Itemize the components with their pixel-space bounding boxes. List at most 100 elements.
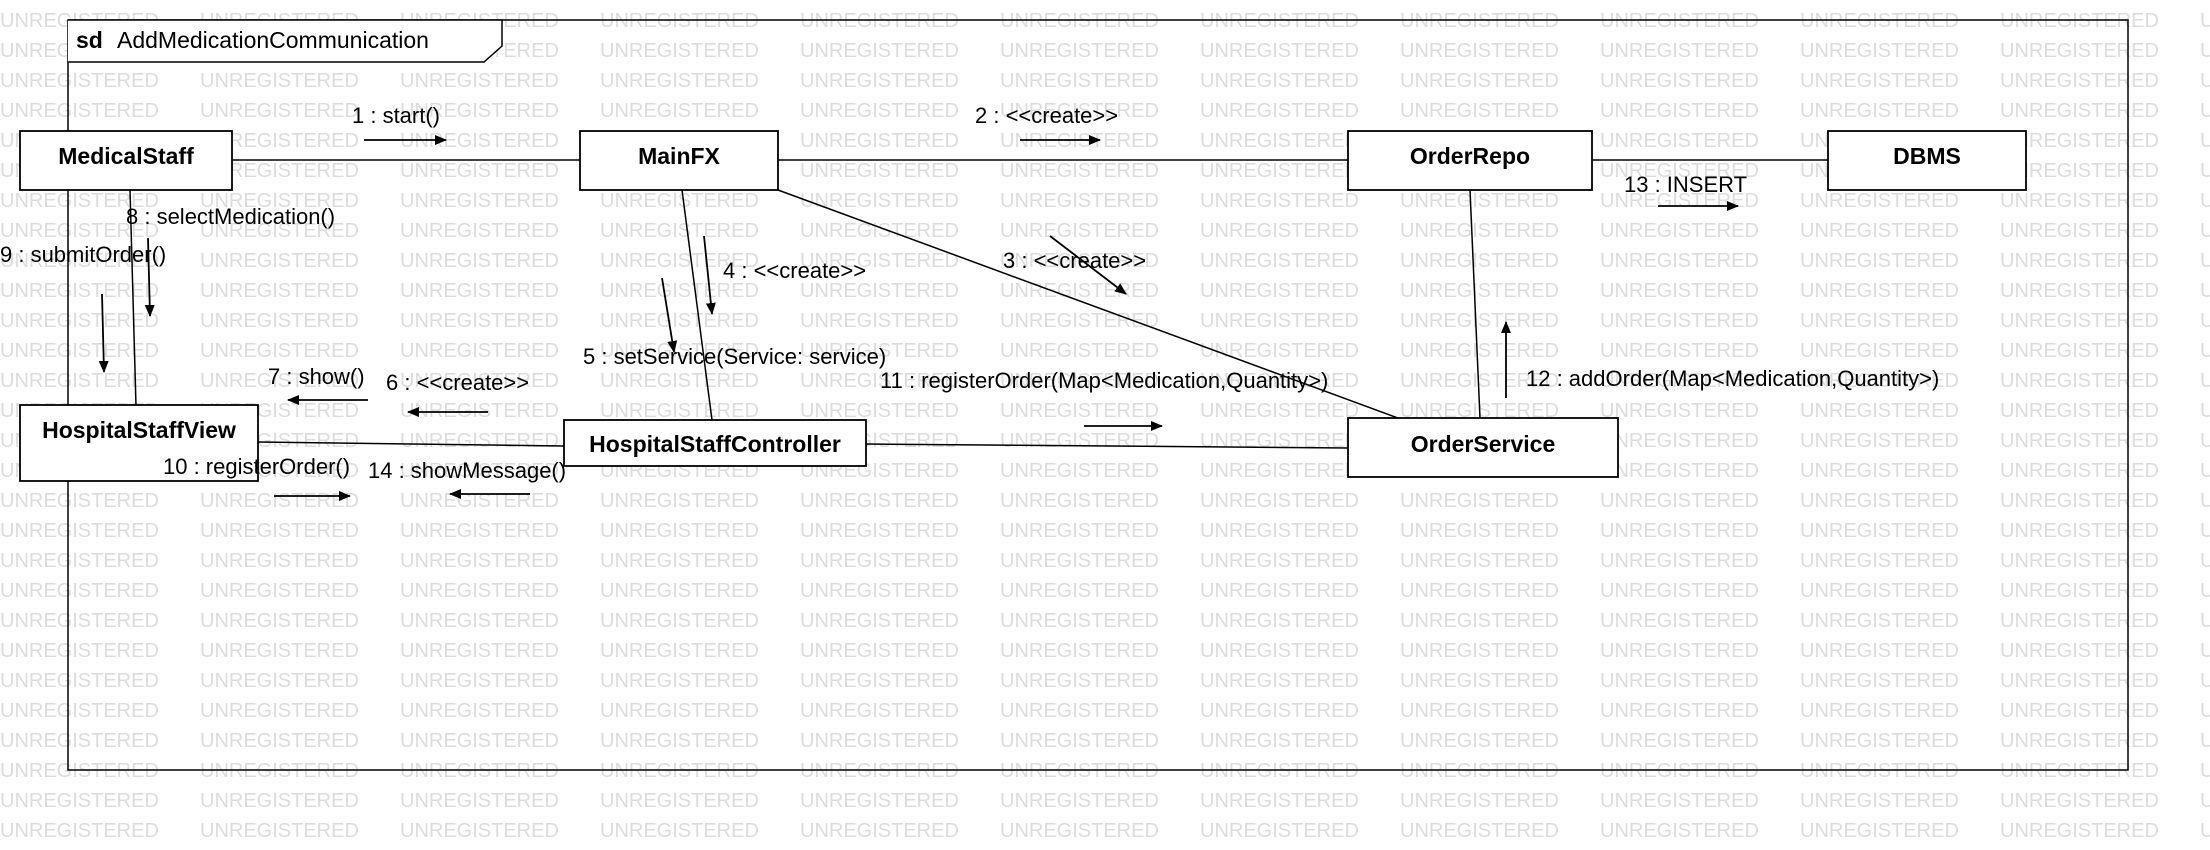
object-mainfx[interactable]: MainFX — [579, 130, 779, 191]
watermark-text: UNREGISTERED — [1600, 160, 1759, 182]
watermark-text: UNREGISTERED — [1600, 790, 1759, 812]
watermark-text: UNREGISTERED — [800, 130, 959, 152]
watermark-text: UNREGISTERED — [1400, 220, 1559, 242]
watermark-text: UNREGISTERED — [400, 670, 559, 692]
watermark-text: UNREGISTERED — [800, 520, 959, 542]
watermark-text: UNREGISTERED — [1000, 820, 1159, 842]
watermark-text: UNREGISTERED — [1800, 400, 1959, 422]
link-mainfx-hospitalstaffcontroller — [681, 189, 713, 421]
watermark-text: UNREGISTERED — [400, 100, 559, 122]
watermark-text: UNREGISTERED — [1600, 550, 1759, 572]
link-medicalstaff-hospitalstaffview — [129, 189, 137, 407]
watermark-text: UNREGISTERED — [1800, 670, 1959, 692]
watermark-text: UNREGISTERED — [0, 550, 159, 572]
watermark-text: UNREGISTERED — [1400, 820, 1559, 842]
watermark-text: UNREGISTERED — [1800, 610, 1959, 632]
watermark-text: UNREGISTERED — [1000, 610, 1159, 632]
watermark-text: UNREGISTERED — [0, 640, 159, 662]
watermark-text: UNREGISTERED — [1800, 460, 1959, 482]
watermark-text: UNREGISTERED — [0, 820, 159, 842]
watermark-text: UNREGISTERED — [200, 640, 359, 662]
object-hospitalstaffcontroller[interactable]: HospitalStaffController — [563, 419, 867, 467]
watermark-text: UNREGISTERED — [1600, 130, 1759, 152]
watermark-text: UNREGISTERED — [1000, 100, 1159, 122]
watermark-text: UNREGISTERED — [0, 250, 159, 272]
watermark-text: UNREGISTERED — [400, 640, 559, 662]
watermark-text: UNREGISTERED — [1400, 670, 1559, 692]
watermark-text: UNREGISTERED — [2200, 310, 2210, 332]
watermark-text: UNREGISTERED — [800, 760, 959, 782]
link-hospitalstaffview-hospitalstaffcontroller — [257, 441, 565, 447]
watermark-text: UNREGISTERED — [1200, 370, 1359, 392]
watermark-text: UNREGISTERED — [2000, 670, 2159, 692]
message-10-label: 10 : registerOrder() — [163, 454, 350, 479]
watermark-text: UNREGISTERED — [400, 160, 559, 182]
watermark-text: UNREGISTERED — [1600, 10, 1759, 32]
watermark-text: UNREGISTERED — [1800, 640, 1959, 662]
message-13-label: 13 : INSERT — [1624, 172, 1747, 197]
watermark-text: UNREGISTERED — [1800, 70, 1959, 92]
watermark-text: UNREGISTERED — [1800, 40, 1959, 62]
watermark-text: UNREGISTERED — [1400, 640, 1559, 662]
watermark-text: UNREGISTERED — [600, 280, 759, 302]
watermark-text: UNREGISTERED — [1600, 100, 1759, 122]
watermark-text: UNREGISTERED — [1600, 310, 1759, 332]
watermark-text: UNREGISTERED — [1000, 10, 1159, 32]
watermark-text: UNREGISTERED — [200, 550, 359, 572]
watermark-text: UNREGISTERED — [2000, 730, 2159, 752]
watermark-text: UNREGISTERED — [600, 520, 759, 542]
watermark-text: UNREGISTERED — [800, 190, 959, 212]
watermark-text: UNREGISTERED — [800, 70, 959, 92]
watermark-text: UNREGISTERED — [800, 40, 959, 62]
watermark-text: UNREGISTERED — [400, 400, 559, 422]
watermark-text: UNREGISTERED — [200, 700, 359, 722]
watermark-text: UNREGISTERED — [400, 280, 559, 302]
watermark-text: UNREGISTERED — [400, 250, 559, 272]
watermark-text: UNREGISTERED — [0, 190, 159, 212]
watermark-text: UNREGISTERED — [1000, 130, 1159, 152]
watermark-text: UNREGISTERED — [600, 310, 759, 332]
watermark-text: UNREGISTERED — [1000, 490, 1159, 512]
watermark-text: UNREGISTERED — [2200, 820, 2210, 842]
frame-title: AddMedicationCommunication — [117, 27, 429, 53]
objects: MedicalStaff MainFX OrderRepo DBMS Hospi… — [19, 130, 2027, 482]
watermark-text: UNREGISTERED — [2000, 280, 2159, 302]
object-dbms[interactable]: DBMS — [1827, 130, 2027, 191]
watermark-text: UNREGISTERED — [400, 340, 559, 362]
watermark-text: UNREGISTERED — [2200, 670, 2210, 692]
watermark-text: UNREGISTERED — [1000, 370, 1159, 392]
object-orderservice[interactable]: OrderService — [1347, 417, 1619, 478]
watermark-text: UNREGISTERED — [2200, 220, 2210, 242]
watermark-text: UNREGISTERED — [200, 580, 359, 602]
watermark-text: UNREGISTERED — [1400, 190, 1559, 212]
watermark-text: UNREGISTERED — [1800, 760, 1959, 782]
watermark-text: UNREGISTERED — [400, 820, 559, 842]
object-orderrepo[interactable]: OrderRepo — [1347, 130, 1593, 191]
message-9-arrow — [98, 293, 109, 373]
watermark-text: UNREGISTERED — [1200, 40, 1359, 62]
watermark-text: UNREGISTERED — [800, 610, 959, 632]
watermark-text: UNREGISTERED — [2000, 10, 2159, 32]
watermark-text: UNREGISTERED — [600, 730, 759, 752]
watermark-text: UNREGISTERED — [2200, 490, 2210, 512]
watermark-text: UNREGISTERED — [200, 820, 359, 842]
watermark-text: UNREGISTERED — [2200, 460, 2210, 482]
object-hospitalstaffview[interactable]: HospitalStaffView — [19, 404, 259, 482]
watermark-text: UNREGISTERED — [1200, 100, 1359, 122]
watermark-text: UNREGISTERED — [1400, 520, 1559, 542]
watermark-text: UNREGISTERED — [2000, 610, 2159, 632]
watermark-text: UNREGISTERED — [1200, 580, 1359, 602]
watermark-text: UNREGISTERED — [1600, 40, 1759, 62]
object-medicalstaff[interactable]: MedicalStaff — [19, 130, 233, 191]
watermark-text: UNREGISTERED — [2200, 190, 2210, 212]
watermark-text: UNREGISTERED — [600, 820, 759, 842]
watermark-text: UNREGISTERED — [1800, 520, 1959, 542]
watermark-text: UNREGISTERED — [2200, 730, 2210, 752]
watermark-text: UNREGISTERED — [2200, 580, 2210, 602]
link-mainfx-orderservice — [777, 189, 1399, 419]
watermark-layer: UNREGISTERED UNREGISTERED UNREGISTERED UNRE… — [0, 10, 2210, 842]
watermark-text: UNREGISTERED — [0, 310, 159, 332]
watermark-text: UNREGISTERED — [1400, 700, 1559, 722]
watermark-text: UNREGISTERED — [1400, 280, 1559, 302]
watermark-text: UNREGISTERED — [400, 460, 559, 482]
